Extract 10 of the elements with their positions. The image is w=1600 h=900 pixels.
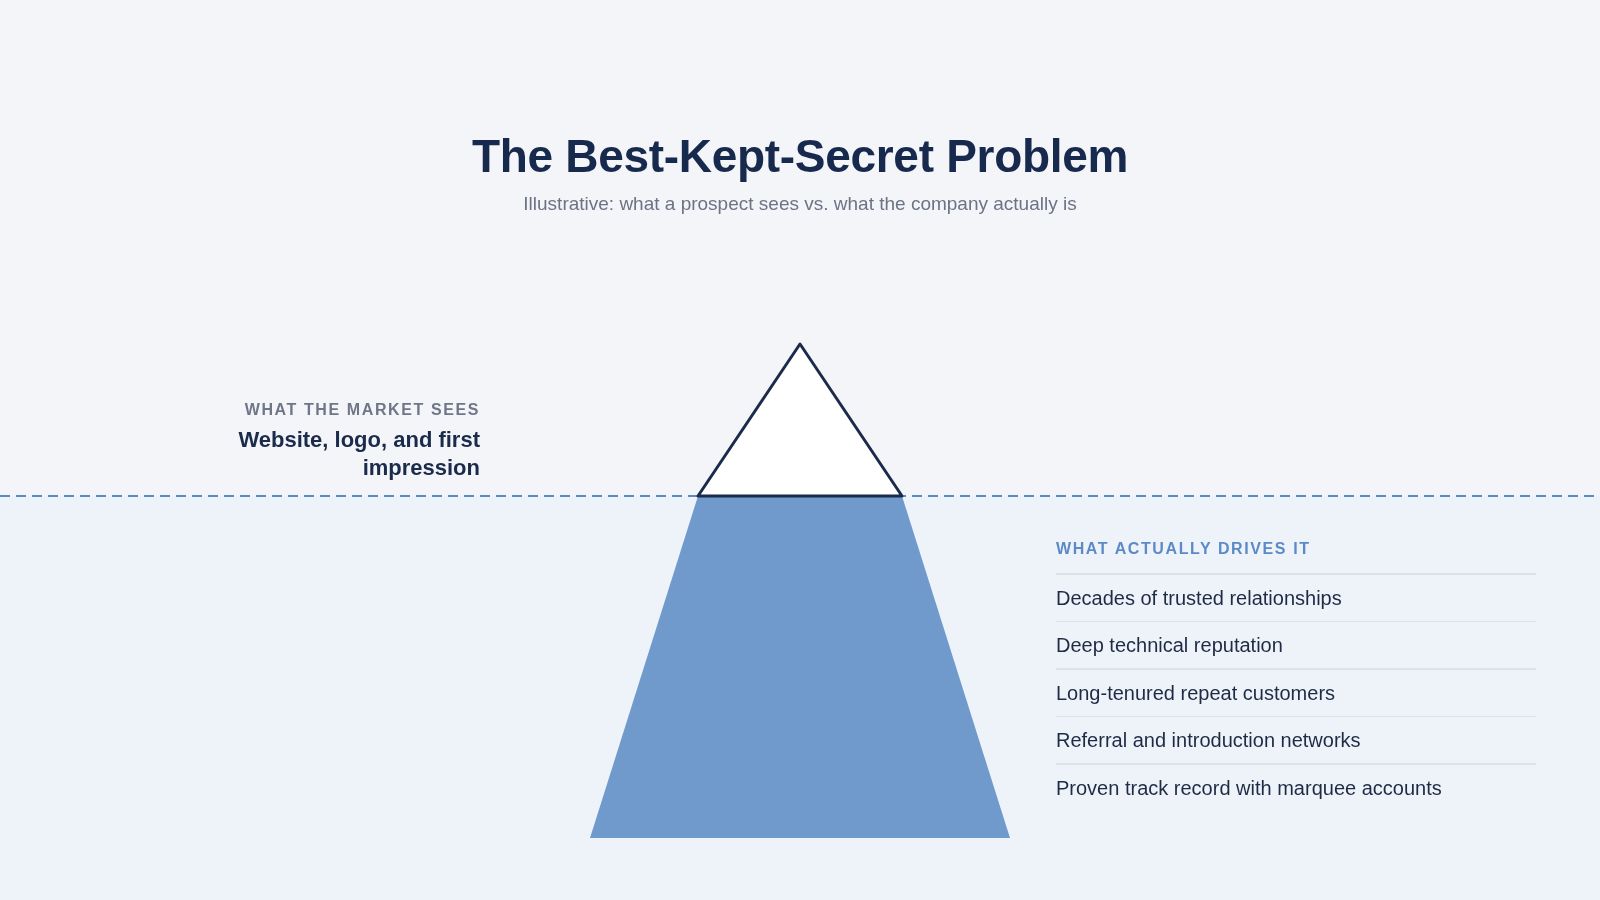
section-heading: WHAT THE MARKET SEES — [244, 400, 480, 420]
list-item: Referral and introduction networks — [1056, 728, 1361, 753]
list-item: Deep technical reputation — [1056, 633, 1283, 658]
list-item: Proven track record with marquee accounts — [1056, 775, 1442, 801]
surface-description: Website, logo, and first impression — [237, 426, 480, 482]
list-item: Decades of trusted relationships — [1056, 585, 1342, 611]
subtitle: Illustrative: what a prospect sees vs. what the company actually is — [523, 192, 1077, 216]
title: The Best-Kept-Secret Problem — [471, 129, 1129, 184]
section-heading: WHAT ACTUALLY DRIVES IT — [1056, 539, 1311, 559]
list-item: Long-tenured repeat customers — [1056, 680, 1336, 706]
